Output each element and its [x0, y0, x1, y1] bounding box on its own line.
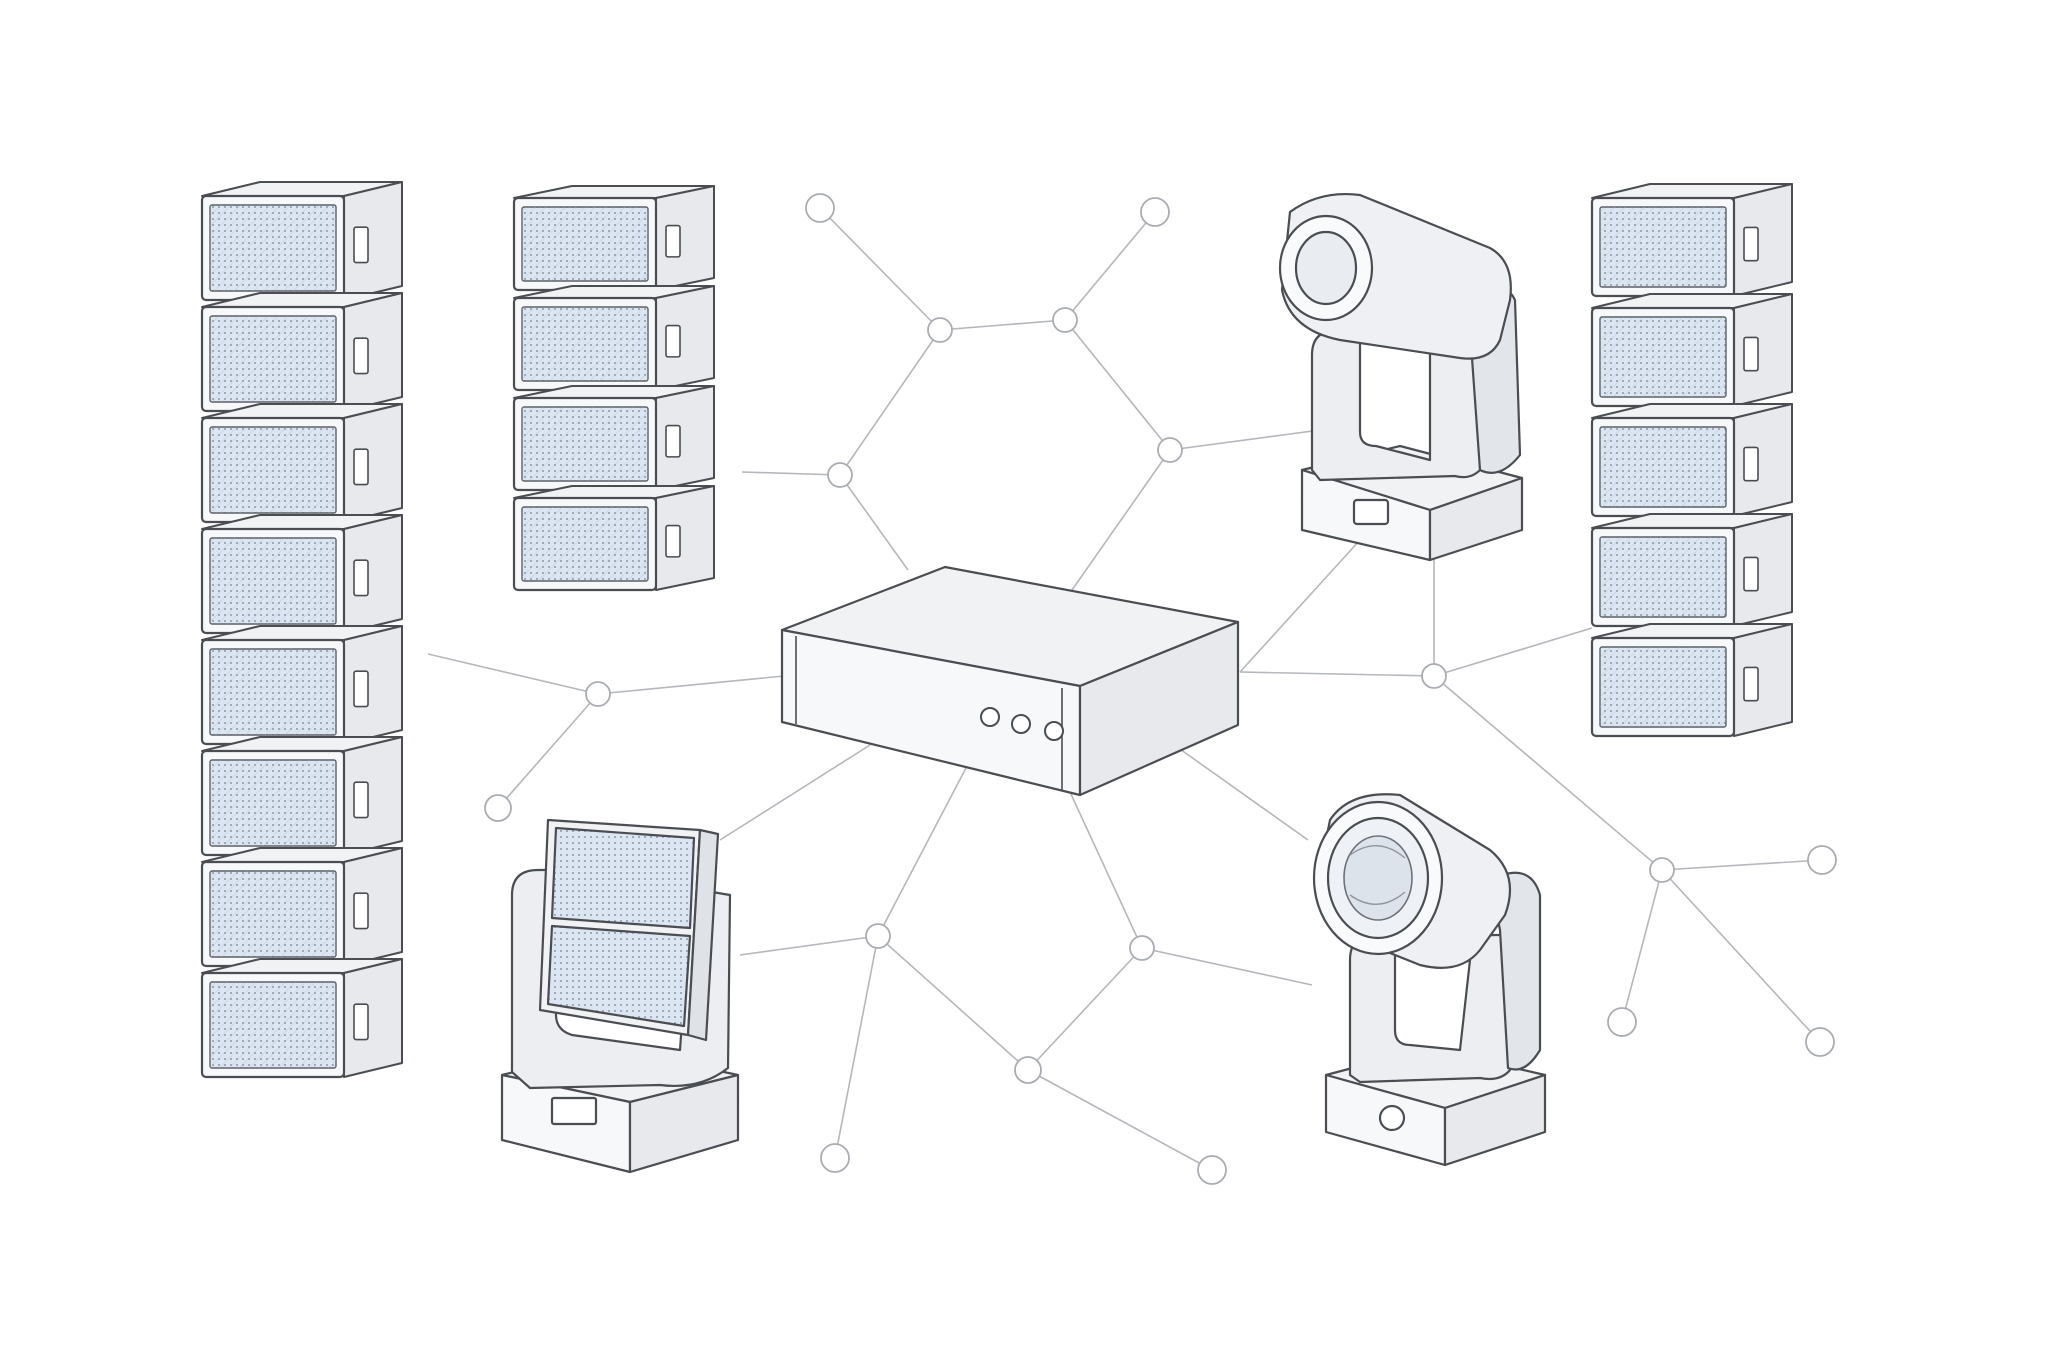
- speaker-cabinet: [1590, 183, 1793, 298]
- network-node: [585, 681, 611, 707]
- network-link: [719, 744, 871, 841]
- network-link: [1071, 449, 1171, 591]
- controller-indicator-button: [1044, 721, 1064, 741]
- speaker-cabinet: [512, 285, 715, 392]
- network-node: [1140, 197, 1170, 227]
- speaker-cabinet: [512, 485, 715, 592]
- network-link: [1433, 627, 1593, 677]
- network-node: [1649, 857, 1675, 883]
- network-link: [1239, 539, 1361, 673]
- line-array-speaker-right-icon: [1590, 183, 1793, 738]
- speaker-cabinet: [512, 185, 715, 292]
- moving-head-spot-light-top-icon: [1278, 193, 1524, 562]
- network-node: [1197, 1155, 1227, 1185]
- network-link: [597, 675, 785, 695]
- network-link: [939, 319, 1066, 331]
- network-links: [427, 207, 1823, 1171]
- network-link: [834, 935, 879, 1159]
- network-link: [1433, 675, 1663, 871]
- network-link: [1064, 211, 1156, 321]
- speaker-cabinet: [200, 958, 403, 1079]
- speaker-cabinet: [200, 181, 403, 302]
- network-node: [1014, 1056, 1042, 1084]
- network-node: [827, 462, 853, 488]
- network-link: [1661, 859, 1823, 871]
- network-node: [1129, 935, 1155, 961]
- network-node: [805, 193, 835, 223]
- controller-indicator-button: [1011, 714, 1031, 734]
- speaker-cabinet: [1590, 513, 1793, 628]
- network-node: [927, 317, 953, 343]
- speaker-cabinet: [200, 514, 403, 635]
- network-node: [820, 1143, 850, 1173]
- speaker-cabinet: [200, 403, 403, 524]
- network-link: [839, 329, 941, 476]
- speaker-cabinet: [1590, 403, 1793, 518]
- network-node: [1607, 1007, 1637, 1037]
- speaker-cabinet: [512, 385, 715, 492]
- network-node: [1052, 307, 1078, 333]
- network-link: [1169, 429, 1321, 451]
- network-link: [427, 653, 599, 695]
- network-node: [1807, 845, 1837, 875]
- moving-head-spot-light-bottom-icon: [1312, 793, 1547, 1167]
- speaker-cabinet: [200, 292, 403, 413]
- controller-indicator-button: [980, 707, 1000, 727]
- network-node: [1805, 1027, 1835, 1057]
- network-link: [877, 935, 1029, 1071]
- network-link: [1621, 869, 1663, 1023]
- speaker-cabinet: [200, 847, 403, 968]
- network-node: [865, 923, 891, 949]
- network-link: [819, 207, 941, 331]
- speaker-cabinet: [1590, 293, 1793, 408]
- speaker-cabinet: [1590, 623, 1793, 738]
- line-array-speaker-center-icon: [512, 185, 715, 592]
- network-link: [741, 471, 841, 476]
- speaker-cabinet: [200, 736, 403, 857]
- network-link: [1027, 947, 1143, 1071]
- network-link: [877, 767, 967, 937]
- line-array-speaker-left-icon: [200, 181, 403, 1079]
- speaker-cabinet: [200, 625, 403, 746]
- network-link: [497, 693, 599, 809]
- network-node: [1421, 663, 1447, 689]
- moving-panel-wash-light-icon: [500, 818, 740, 1174]
- network-link: [1141, 947, 1313, 986]
- central-controller-icon: [780, 565, 1240, 797]
- network-link: [839, 474, 909, 571]
- network-node: [1157, 437, 1183, 463]
- network-link: [1661, 869, 1821, 1043]
- network-link: [1069, 791, 1143, 949]
- network-link: [739, 935, 879, 956]
- network-link: [1064, 319, 1171, 451]
- network-nodes: [484, 193, 1837, 1185]
- network-link: [1027, 1069, 1213, 1171]
- network-link: [1239, 671, 1435, 677]
- network-link: [1169, 741, 1309, 841]
- network-node: [484, 794, 512, 822]
